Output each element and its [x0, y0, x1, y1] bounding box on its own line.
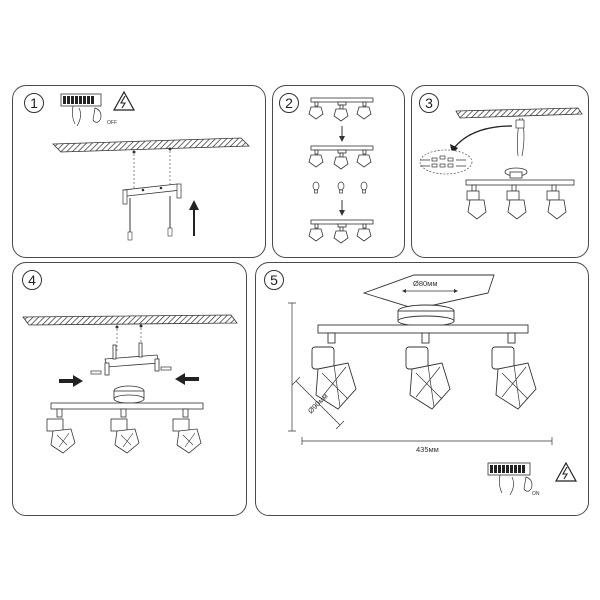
- step-4-panel: 4: [12, 262, 247, 516]
- fixture-assembled: [308, 97, 374, 122]
- step-3-panel: 3: [411, 85, 589, 258]
- step-1-panel: 1: [12, 85, 266, 258]
- left-arrow-icon: [175, 373, 199, 385]
- ceiling-plank: [52, 137, 250, 153]
- ceiling-plank: [455, 107, 583, 119]
- power-off-label: OFF: [107, 120, 117, 126]
- terminal-block-zoom: [419, 149, 473, 175]
- step-4-number: 4: [22, 270, 42, 290]
- step-5-illustration: [288, 274, 578, 496]
- wall-plugs: [127, 196, 173, 241]
- ceiling-plank: [22, 314, 238, 326]
- step-2-illustration: [308, 97, 374, 244]
- mounting-bracket: [122, 183, 182, 205]
- up-arrow-icon: [189, 200, 199, 236]
- fixture-ready: [308, 219, 374, 244]
- fixture-with-bulbs: [308, 145, 374, 170]
- fixture-base: [113, 385, 145, 404]
- step-4-illustration: [22, 314, 238, 454]
- wire-connection: [515, 117, 525, 157]
- high-voltage-warning-icon: [112, 90, 136, 111]
- step-2-panel: 2: [272, 85, 405, 258]
- mounting-bracket: [104, 342, 160, 376]
- step-2-number: 2: [279, 93, 299, 113]
- hand-icon: [92, 107, 102, 123]
- high-voltage-warning-icon: [554, 461, 578, 482]
- fixture-hanging: [465, 167, 575, 220]
- step-3-number: 3: [419, 93, 439, 113]
- step-1-illustration: [52, 90, 250, 241]
- fixture-spots: [46, 402, 204, 454]
- step-3-illustration: [419, 107, 583, 220]
- light-bulbs: [312, 181, 368, 194]
- base-diameter-label: Ø80мм: [413, 279, 438, 288]
- power-on-label: ON: [532, 491, 540, 497]
- fixture-base: [397, 304, 455, 327]
- circuit-breaker-icon: [487, 462, 531, 496]
- step-5-number: 5: [264, 270, 284, 290]
- fixture-spots: [311, 324, 537, 410]
- right-arrow-icon: [59, 375, 83, 387]
- step-5-panel: 5: [255, 262, 589, 516]
- circuit-breaker-icon: [60, 93, 102, 127]
- total-width-label: 435мм: [416, 445, 439, 454]
- step-1-number: 1: [24, 93, 44, 113]
- hand-icon: [523, 476, 533, 492]
